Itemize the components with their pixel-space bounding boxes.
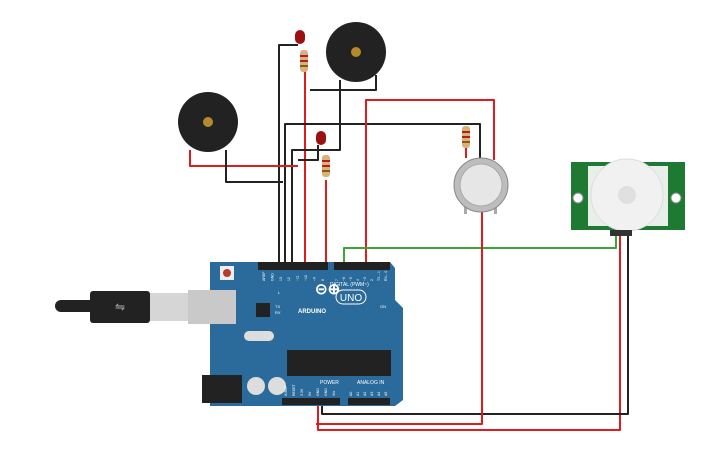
led-l-label: L: [278, 290, 281, 295]
digital-header-1: [258, 262, 328, 270]
pin-label: A4: [377, 392, 381, 396]
wire-buzzer1-red[interactable]: [189, 150, 298, 167]
digital-header-2: [334, 262, 390, 270]
analog-label: ANALOG IN: [357, 380, 385, 386]
pin-label: A5: [384, 392, 388, 396]
pin-label: 2: [370, 279, 374, 281]
pin-label: TX→1: [377, 271, 381, 281]
pin-label: ~10: [304, 275, 308, 281]
arduino-logo-icon: ⊝⊕: [315, 281, 340, 298]
led-tx-label: TX: [275, 304, 280, 309]
crystal: [244, 331, 274, 341]
power-jack: [202, 375, 242, 403]
power-label: POWER: [320, 380, 339, 386]
pin-label: 4: [356, 279, 360, 281]
pin-label: 13: [279, 277, 283, 281]
capacitor-2: [268, 377, 286, 395]
pin-label: ~6: [342, 277, 346, 281]
piezo-buzzer-1[interactable]: [178, 92, 238, 152]
pin-label: 12: [287, 277, 291, 281]
pin-label: Vin: [332, 391, 336, 396]
resistor-3[interactable]: [462, 126, 470, 148]
pin-label: ~11: [296, 275, 300, 281]
atmega-chip: [287, 350, 391, 376]
usb-port: [188, 290, 236, 324]
digital-label: DIGITAL (PWM~): [330, 282, 369, 288]
on-label: ON: [380, 304, 386, 309]
arduino-uno[interactable]: ⊝⊕ ARDUINO UNO DIGITAL (PWM~) POWER ANAL…: [188, 262, 403, 406]
led-rx-label: RX: [275, 310, 281, 315]
pin-label: 5V: [308, 391, 312, 396]
wire-gas-5v[interactable]: [316, 210, 483, 425]
pin-label: A2: [363, 392, 367, 396]
led-2[interactable]: [316, 131, 330, 177]
pin-label: GND: [270, 273, 274, 281]
pin-label: GND: [316, 388, 320, 396]
wire-buzzer1-black[interactable]: [225, 150, 283, 183]
pir-sensor[interactable]: [571, 158, 685, 236]
wire-buzzer2-signal[interactable]: [310, 75, 377, 91]
pin-label: ~9: [312, 277, 316, 281]
brand-label: ARDUINO: [298, 309, 326, 315]
pin-label: 3.3V: [300, 388, 304, 396]
pin-label: IOREF: [284, 385, 288, 396]
wire-pin6-pir[interactable]: [343, 235, 617, 265]
gas-sensor[interactable]: [453, 157, 509, 214]
pin-label: A3: [370, 392, 374, 396]
model-label: UNO: [340, 293, 362, 304]
usb-icon: ⇋: [115, 300, 125, 314]
wire-pin3-gas[interactable]: [365, 99, 495, 265]
wire-gnd-pir[interactable]: [321, 235, 629, 415]
pin-label: ~5: [349, 277, 353, 281]
pin-label: RX←0: [384, 271, 388, 281]
pin-label: ~3: [363, 277, 367, 281]
pin-label: 8: [321, 279, 325, 281]
wire-gnd-led1[interactable]: [278, 44, 298, 265]
capacitor-1: [247, 377, 265, 395]
pin-label: RESET: [292, 383, 296, 396]
wire-5v-pir[interactable]: [317, 235, 621, 431]
wire-buzzer2-gnd[interactable]: [291, 80, 341, 265]
wire-led2-gnd[interactable]: [298, 145, 319, 161]
pin-label: AREF: [262, 272, 266, 281]
power-header: [282, 398, 340, 405]
piezo-buzzer-2[interactable]: [326, 22, 386, 82]
wire-gnd-gas[interactable]: [284, 123, 481, 265]
pin-label: 7: [335, 279, 339, 281]
pin-label: A1: [356, 392, 360, 396]
pin-label: A0: [349, 392, 353, 396]
pin-label: GND: [324, 388, 328, 396]
led-1[interactable]: [295, 30, 308, 72]
analog-header: [348, 398, 390, 405]
